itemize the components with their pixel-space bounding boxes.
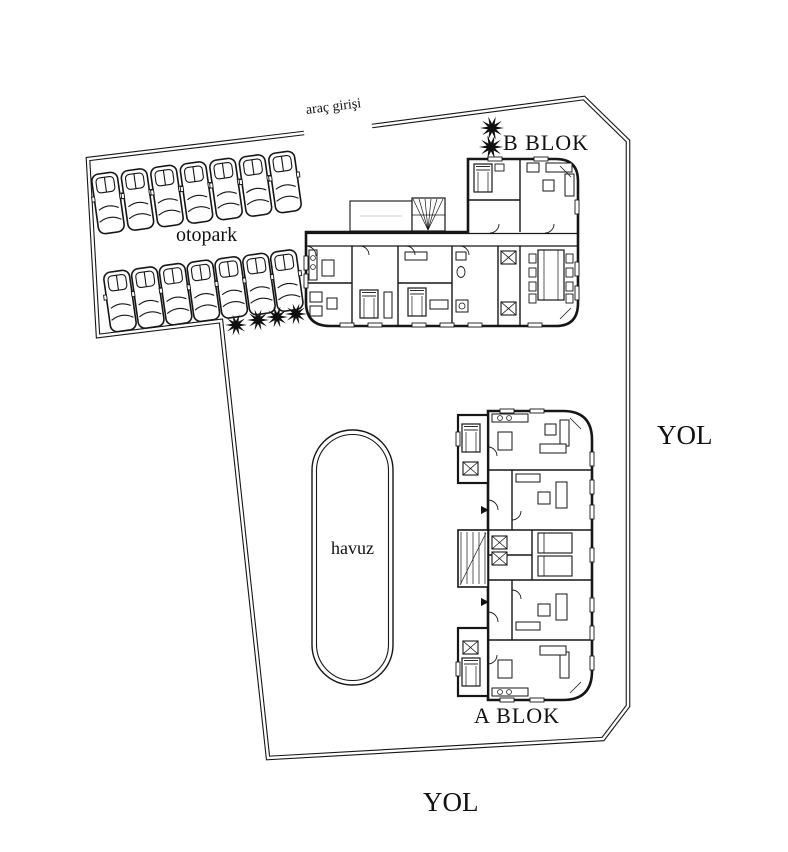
block-a-label: A BLOK xyxy=(474,703,561,728)
site-boundary xyxy=(85,95,631,761)
block-b-label: B BLOK xyxy=(503,130,590,155)
building-a-blok xyxy=(455,408,595,703)
road-label-right: YOL xyxy=(657,420,713,450)
pool xyxy=(311,429,394,686)
road-label-bottom: YOL xyxy=(423,787,479,817)
pool-label: havuz xyxy=(331,538,374,558)
parking-label: otopark xyxy=(176,224,238,246)
building-b-blok xyxy=(303,156,580,328)
